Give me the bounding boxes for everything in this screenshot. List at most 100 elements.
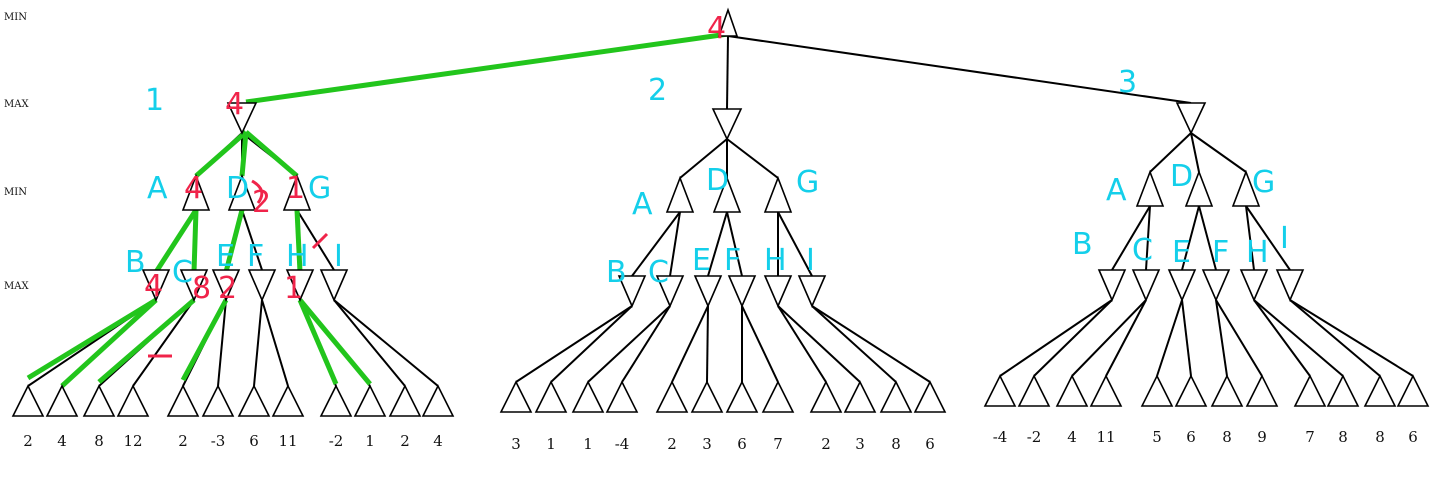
leaf-value: 2 bbox=[667, 435, 677, 453]
tree-edge bbox=[1071, 299, 1147, 377]
t2-letter-e: E bbox=[692, 243, 711, 278]
tree-edge bbox=[1149, 132, 1192, 173]
tree-edge bbox=[296, 209, 335, 271]
leaf-value: 7 bbox=[1305, 428, 1315, 446]
root-min-node bbox=[717, 7, 739, 37]
highlighted-path bbox=[26, 31, 729, 388]
subtree-number-3: 3 bbox=[1118, 65, 1137, 100]
tree-edge bbox=[1289, 299, 1414, 377]
t1-letter-b: B bbox=[125, 245, 146, 280]
leaf-node bbox=[1017, 374, 1051, 407]
leaf-node bbox=[534, 380, 568, 413]
tree-edge bbox=[811, 305, 897, 383]
tree-edge bbox=[550, 305, 633, 383]
leaf-node bbox=[983, 374, 1017, 407]
t3-letter-f: F bbox=[1212, 235, 1229, 270]
tree-edge bbox=[1145, 205, 1151, 271]
leaf-value: 2 bbox=[821, 435, 831, 453]
tree-edge bbox=[333, 299, 406, 387]
t1-min-g-value: 1 bbox=[286, 171, 305, 206]
tree-edge bbox=[999, 299, 1113, 377]
leaf-value: 1 bbox=[546, 435, 556, 453]
max-node-level3 bbox=[655, 275, 685, 309]
highlight-edge bbox=[244, 130, 299, 178]
leaf-node bbox=[1089, 374, 1123, 407]
leaf-node bbox=[655, 380, 689, 413]
level-labels: MIN MAX MIN MAX bbox=[4, 12, 29, 292]
t3-letter-h: H bbox=[1246, 235, 1269, 270]
leaf-value: 3 bbox=[702, 435, 712, 453]
max-node-level3 bbox=[727, 275, 757, 309]
red-pen-mark bbox=[251, 179, 264, 204]
leaf-node bbox=[1363, 374, 1397, 407]
t2-letter-b: B bbox=[606, 255, 627, 290]
leaf-node bbox=[571, 380, 605, 413]
tree-edge bbox=[631, 211, 681, 277]
tree-edge bbox=[727, 35, 1192, 104]
leaf-value: -4 bbox=[615, 435, 630, 453]
tree-edge bbox=[1033, 299, 1113, 377]
leaf-value: 11 bbox=[1096, 428, 1115, 446]
max-node-level1 bbox=[711, 108, 743, 141]
highlight-edge bbox=[223, 209, 245, 273]
max-node-level3 bbox=[1167, 269, 1197, 303]
t2-letter-d: D bbox=[706, 163, 729, 198]
annotations: 1 2 3 A D G B C E F H I A D G B C E F H … bbox=[125, 11, 1289, 358]
leaf-value: 2 bbox=[178, 432, 188, 450]
subtree-number-2: 2 bbox=[648, 73, 667, 108]
min-node-level2 bbox=[1231, 169, 1261, 207]
tree-edge bbox=[1181, 205, 1200, 271]
tree-edge bbox=[261, 299, 289, 387]
leaf-node bbox=[201, 384, 235, 417]
tree-edge bbox=[741, 305, 779, 383]
tree-edge bbox=[811, 305, 931, 383]
leaf-node bbox=[237, 384, 271, 417]
leaf-value: -4 bbox=[993, 428, 1008, 446]
tree-edge bbox=[1245, 205, 1291, 271]
t3-letter-i: I bbox=[1280, 221, 1289, 256]
leaf-node bbox=[116, 384, 150, 417]
leaf-value: 9 bbox=[1257, 428, 1267, 446]
max-node-level3 bbox=[1275, 269, 1305, 303]
leaf-node bbox=[843, 380, 877, 413]
leaf-value: 6 bbox=[249, 432, 259, 450]
leaf-value: 8 bbox=[1222, 428, 1232, 446]
tree-edge bbox=[1215, 299, 1263, 377]
tree-nodes bbox=[11, 7, 1430, 417]
leaf-node bbox=[499, 380, 533, 413]
max-node-level3 bbox=[617, 275, 647, 309]
t1-max-c-value: 8 bbox=[192, 271, 211, 306]
red-pen-mark bbox=[311, 232, 329, 250]
leaf-node bbox=[690, 380, 724, 413]
tree-edge bbox=[726, 211, 743, 277]
highlight-edge bbox=[26, 297, 158, 381]
highlight-edge bbox=[97, 298, 196, 384]
tree-edge bbox=[1289, 299, 1381, 377]
leaf-value: 11 bbox=[278, 432, 297, 450]
level-label-max-3: MAX bbox=[4, 281, 29, 292]
leaf-node bbox=[1210, 374, 1244, 407]
t3-letter-a: A bbox=[1106, 173, 1127, 208]
leaf-value: 8 bbox=[1338, 428, 1348, 446]
min-node-level2 bbox=[181, 173, 211, 211]
tree-edge bbox=[1198, 205, 1217, 271]
max-node-level3 bbox=[763, 275, 793, 309]
highlight-edge bbox=[298, 298, 372, 386]
t1-letter-h: H bbox=[286, 239, 309, 274]
t2-letter-h: H bbox=[764, 243, 787, 278]
leaf-node bbox=[1174, 374, 1208, 407]
highlight-edge bbox=[239, 131, 249, 177]
min-node-level2 bbox=[712, 175, 742, 213]
t1-letter-a: A bbox=[147, 171, 168, 206]
highlight-edge bbox=[180, 298, 229, 382]
highlight-edge bbox=[194, 130, 248, 178]
highlight-edge bbox=[294, 209, 303, 273]
t2-letter-i: I bbox=[806, 243, 815, 278]
leaf-value: 4 bbox=[1067, 428, 1077, 446]
tree-edge bbox=[1111, 205, 1151, 271]
tree-edge bbox=[132, 299, 195, 387]
t1-min-d-value: 2 bbox=[252, 185, 271, 220]
leaf-node bbox=[1140, 374, 1174, 407]
leaf-value: -2 bbox=[1027, 428, 1042, 446]
